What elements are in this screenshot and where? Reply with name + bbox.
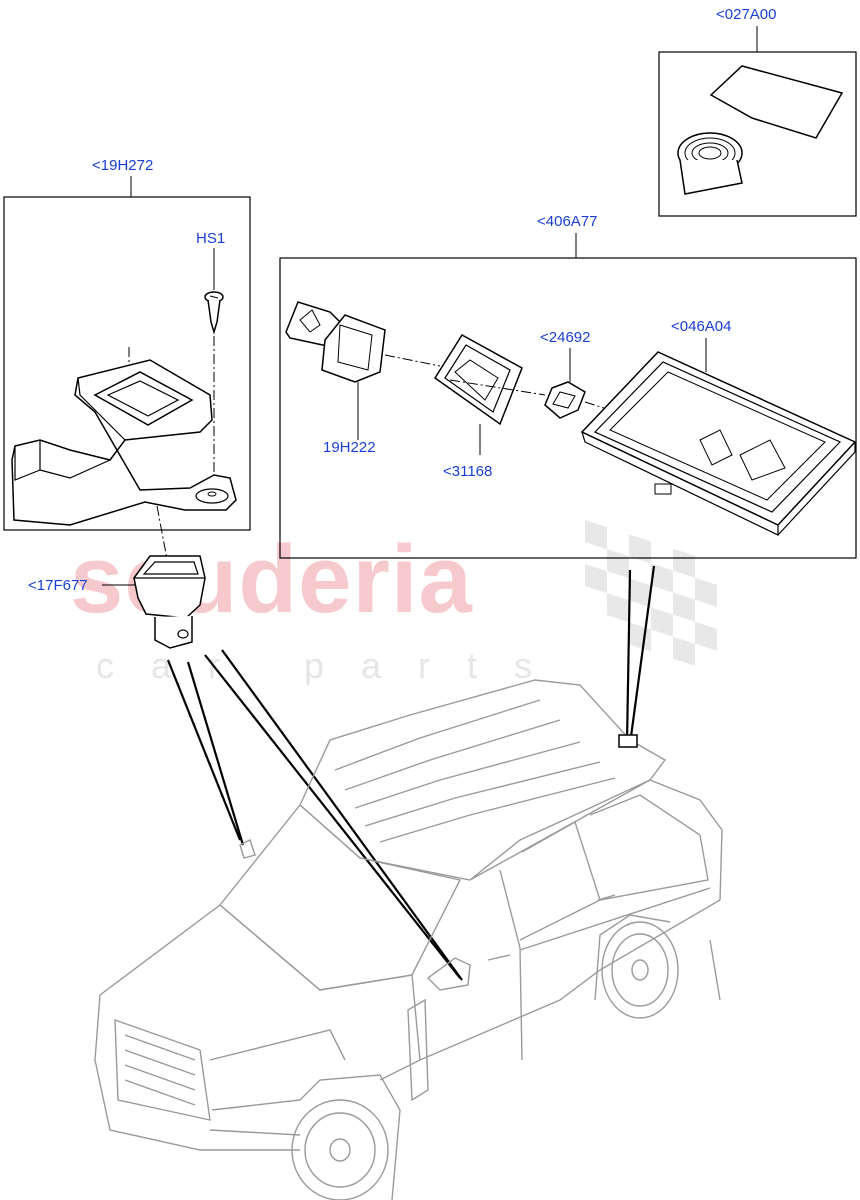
roof-light-box bbox=[279, 233, 857, 559]
callout-24692[interactable]: <24692 bbox=[540, 329, 591, 346]
callout-31168[interactable]: <31168 bbox=[443, 463, 493, 480]
callout-19h222[interactable]: 19H222 bbox=[323, 439, 376, 456]
rain-sensor-box bbox=[3, 176, 251, 531]
harness-19h222-part bbox=[285, 301, 386, 440]
clip-24692-part bbox=[544, 348, 586, 419]
roof-light-location-marker bbox=[618, 734, 638, 748]
checkered-flag-watermark bbox=[585, 520, 717, 666]
sensor-bracket-part bbox=[11, 359, 237, 526]
vehicle-outline bbox=[94, 679, 723, 1200]
tape-kit-box bbox=[658, 26, 857, 217]
screw-hs1-part bbox=[204, 291, 224, 335]
leader-lines bbox=[166, 565, 656, 981]
callout-406a77[interactable]: <406A77 bbox=[537, 213, 598, 230]
tape-roll-part bbox=[677, 132, 743, 195]
camera-17f677-part bbox=[102, 555, 206, 649]
callout-046a04[interactable]: <046A04 bbox=[671, 318, 732, 335]
callout-hs1[interactable]: HS1 bbox=[196, 230, 226, 247]
watermark-tagline: car parts bbox=[96, 645, 570, 686]
lamp-housing-046a04-part bbox=[580, 338, 857, 536]
adhesive-sheet-part bbox=[709, 65, 844, 139]
callout-19h272[interactable]: <19H272 bbox=[92, 157, 154, 174]
bracket-31168-part bbox=[433, 334, 523, 455]
callout-027a00[interactable]: <027A00 bbox=[716, 6, 777, 23]
callout-17f677[interactable]: <17F677 bbox=[28, 577, 88, 594]
